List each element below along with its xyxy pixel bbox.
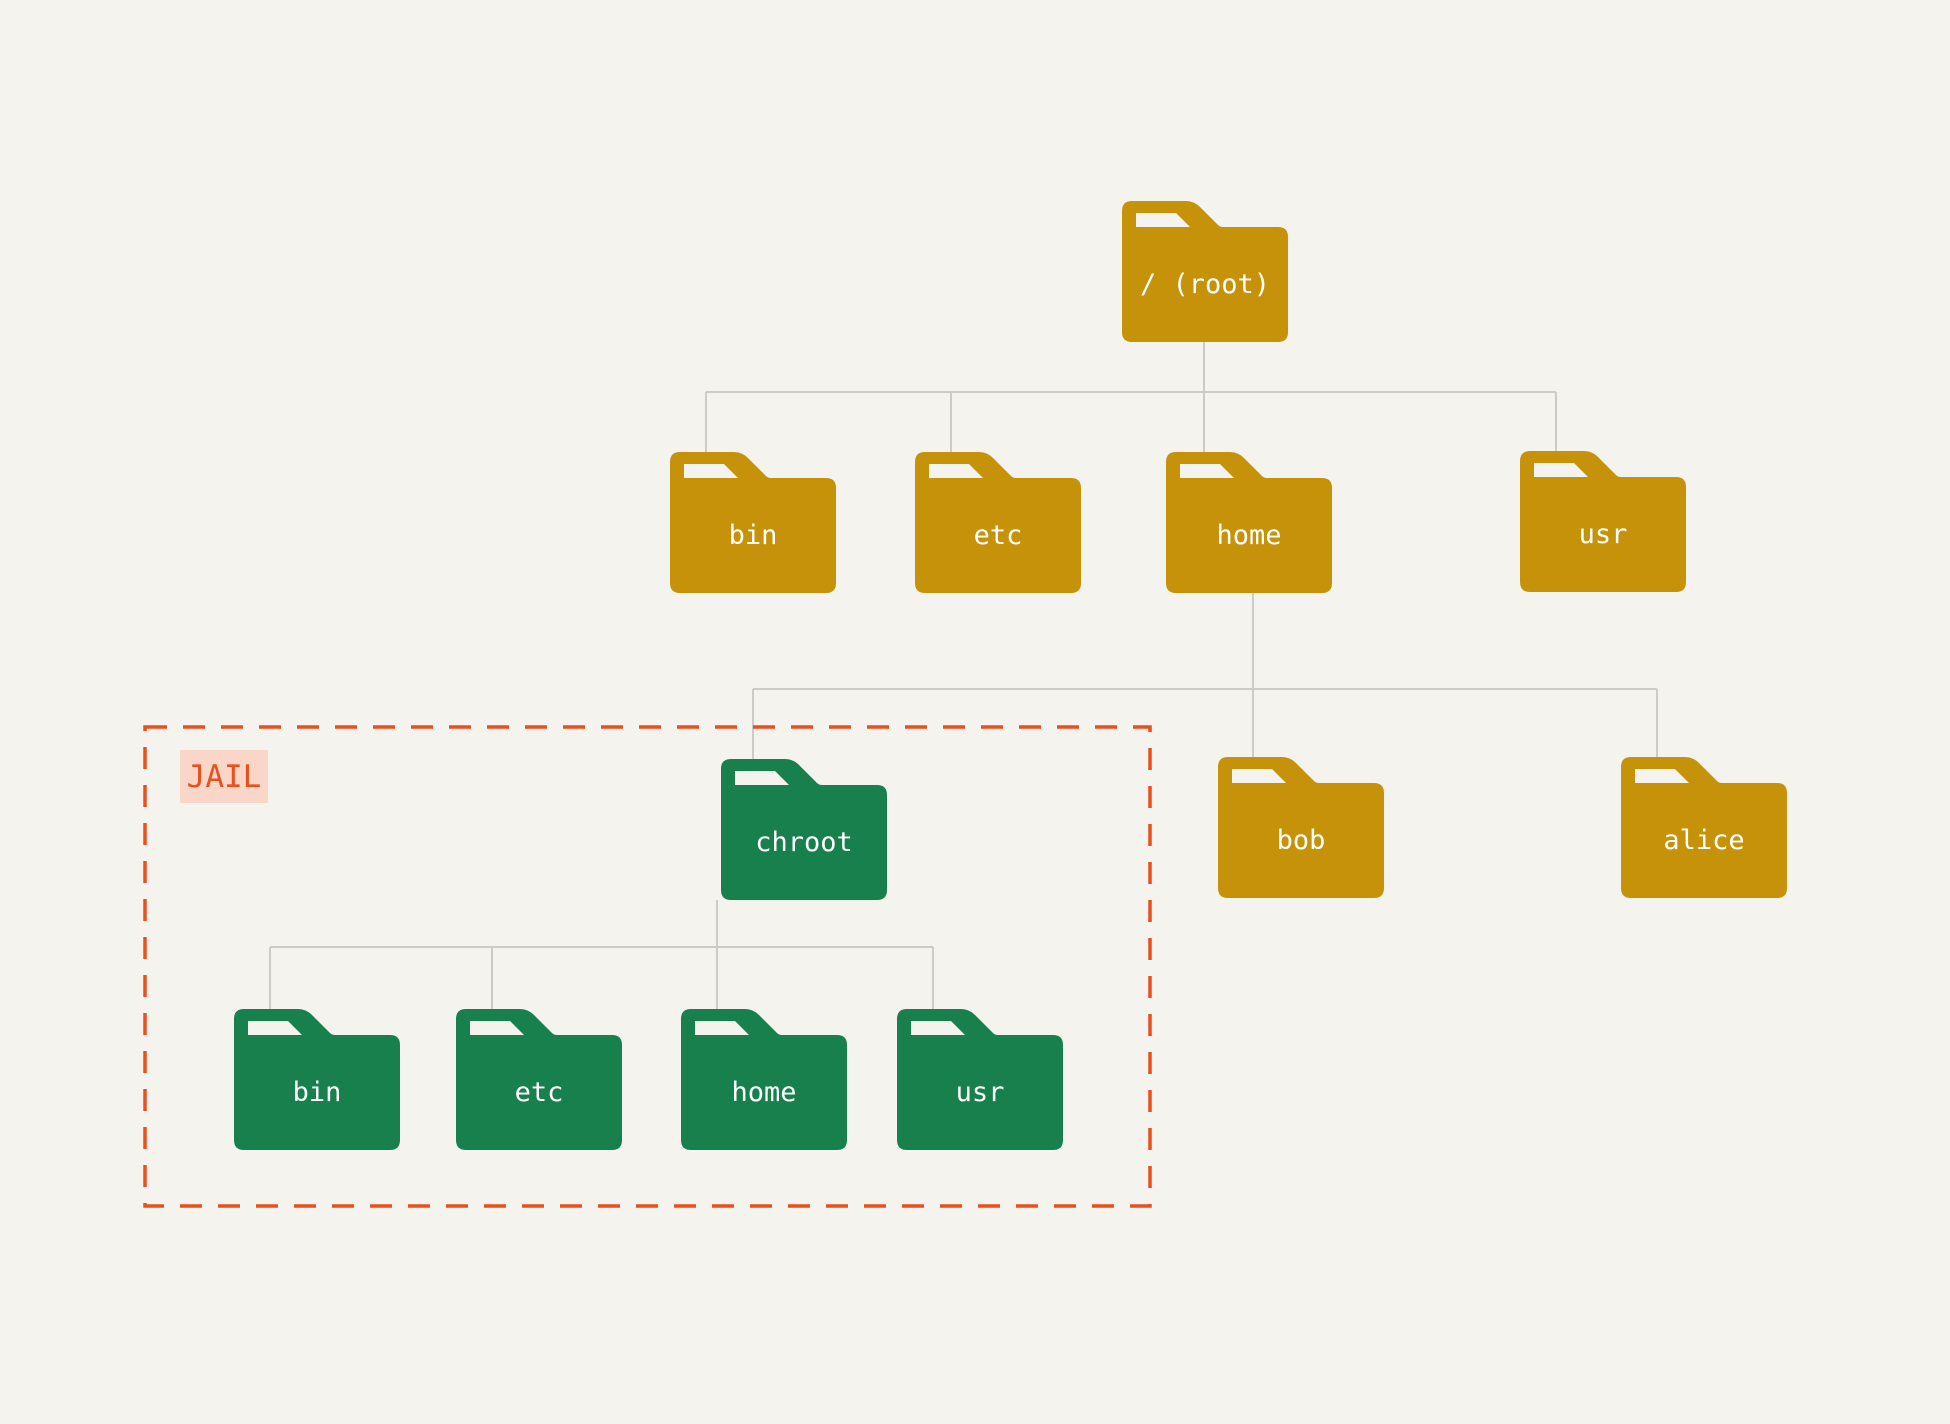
folder-node-usr: usr [1520, 451, 1686, 592]
folder-node-jail-etc: etc [456, 1009, 622, 1150]
folder-label: alice [1663, 825, 1745, 856]
folder-node-root: / (root) [1122, 201, 1288, 342]
folder-icon [681, 1009, 847, 1150]
folder-label: / (root) [1139, 269, 1271, 300]
folder-node-bob: bob [1218, 757, 1384, 898]
folder-node-alice: alice [1621, 757, 1787, 898]
folder-label: usr [1578, 519, 1628, 550]
folder-node-bin: bin [670, 452, 836, 593]
folder-icon [234, 1009, 400, 1150]
folder-node-chroot: chroot [721, 759, 887, 900]
jail-boundary [143, 725, 1152, 1208]
folder-label: chroot [755, 827, 853, 858]
folder-label: etc [514, 1077, 564, 1108]
folder-icon [456, 1009, 622, 1150]
folder-icon [1218, 757, 1384, 898]
folder-label: etc [973, 520, 1023, 551]
folder-label: bin [728, 520, 778, 551]
jail-label: JAIL [180, 750, 268, 803]
folder-node-etc: etc [915, 452, 1081, 593]
folder-node-home: home [1166, 452, 1332, 593]
folder-label: home [731, 1077, 797, 1108]
folder-icon [1122, 201, 1288, 342]
folder-label: bob [1276, 825, 1326, 856]
folder-icon [897, 1009, 1063, 1150]
folder-node-jail-home: home [681, 1009, 847, 1150]
folder-node-jail-bin: bin [234, 1009, 400, 1150]
folder-icon [1621, 757, 1787, 898]
folder-icon [670, 452, 836, 593]
folder-icon [915, 452, 1081, 593]
folder-label: usr [955, 1077, 1005, 1108]
folder-label: home [1216, 520, 1282, 551]
folder-icon [721, 759, 887, 900]
folder-node-jail-usr: usr [897, 1009, 1063, 1150]
folder-icon [1166, 452, 1332, 593]
folder-icon [1520, 451, 1686, 592]
folder-label: bin [292, 1077, 342, 1108]
